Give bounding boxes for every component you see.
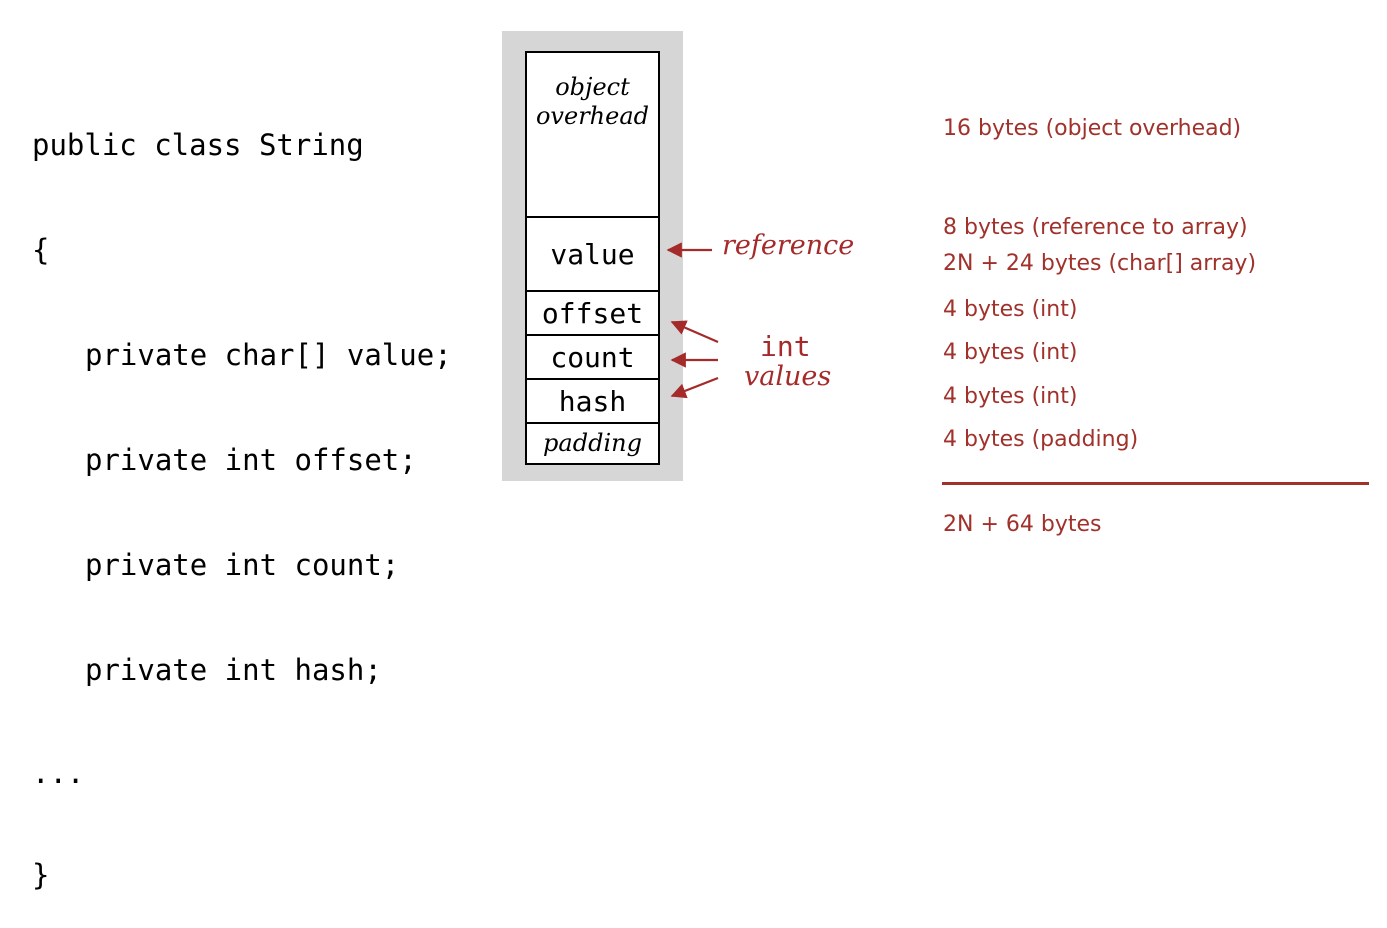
memory-cell-value: value bbox=[525, 216, 660, 292]
memory-cell-offset: offset bbox=[525, 290, 660, 336]
code-line-ellipsis: ... bbox=[32, 756, 85, 790]
size-reference: 8 bytes (reference to array) bbox=[943, 215, 1248, 240]
size-hash: 4 bytes (int) bbox=[943, 384, 1078, 409]
values-annotation: values bbox=[744, 361, 832, 392]
size-total: 2N + 64 bytes bbox=[943, 512, 1102, 537]
code-line-value-field: private char[] value; bbox=[85, 338, 452, 372]
memory-cell-object-overhead: object overhead bbox=[525, 51, 660, 218]
offset-arrow bbox=[670, 320, 719, 344]
code-line-count-field: private int count; bbox=[85, 548, 400, 582]
code-line-close-brace: } bbox=[32, 858, 50, 892]
code-line-open-brace: { bbox=[32, 233, 50, 267]
size-char-array: 2N + 24 bytes (char[] array) bbox=[943, 251, 1257, 276]
size-offset: 4 bytes (int) bbox=[943, 297, 1078, 322]
code-line-hash-field: private int hash; bbox=[85, 653, 382, 687]
memory-cell-object-overhead-label: object overhead bbox=[535, 72, 649, 130]
total-divider bbox=[942, 482, 1369, 485]
annotation-arrows bbox=[666, 242, 719, 399]
size-object-overhead: 16 bytes (object overhead) bbox=[943, 116, 1242, 141]
size-count: 4 bytes (int) bbox=[943, 340, 1078, 365]
reference-annotation: reference bbox=[722, 230, 855, 261]
code-line-offset-field: private int offset; bbox=[85, 443, 417, 477]
int-annotation: int bbox=[760, 330, 811, 363]
code-line-class-declaration: public class String bbox=[32, 128, 364, 162]
hash-arrow bbox=[670, 376, 719, 399]
memory-cell-padding: padding bbox=[525, 422, 660, 465]
size-padding: 4 bytes (padding) bbox=[943, 427, 1139, 452]
